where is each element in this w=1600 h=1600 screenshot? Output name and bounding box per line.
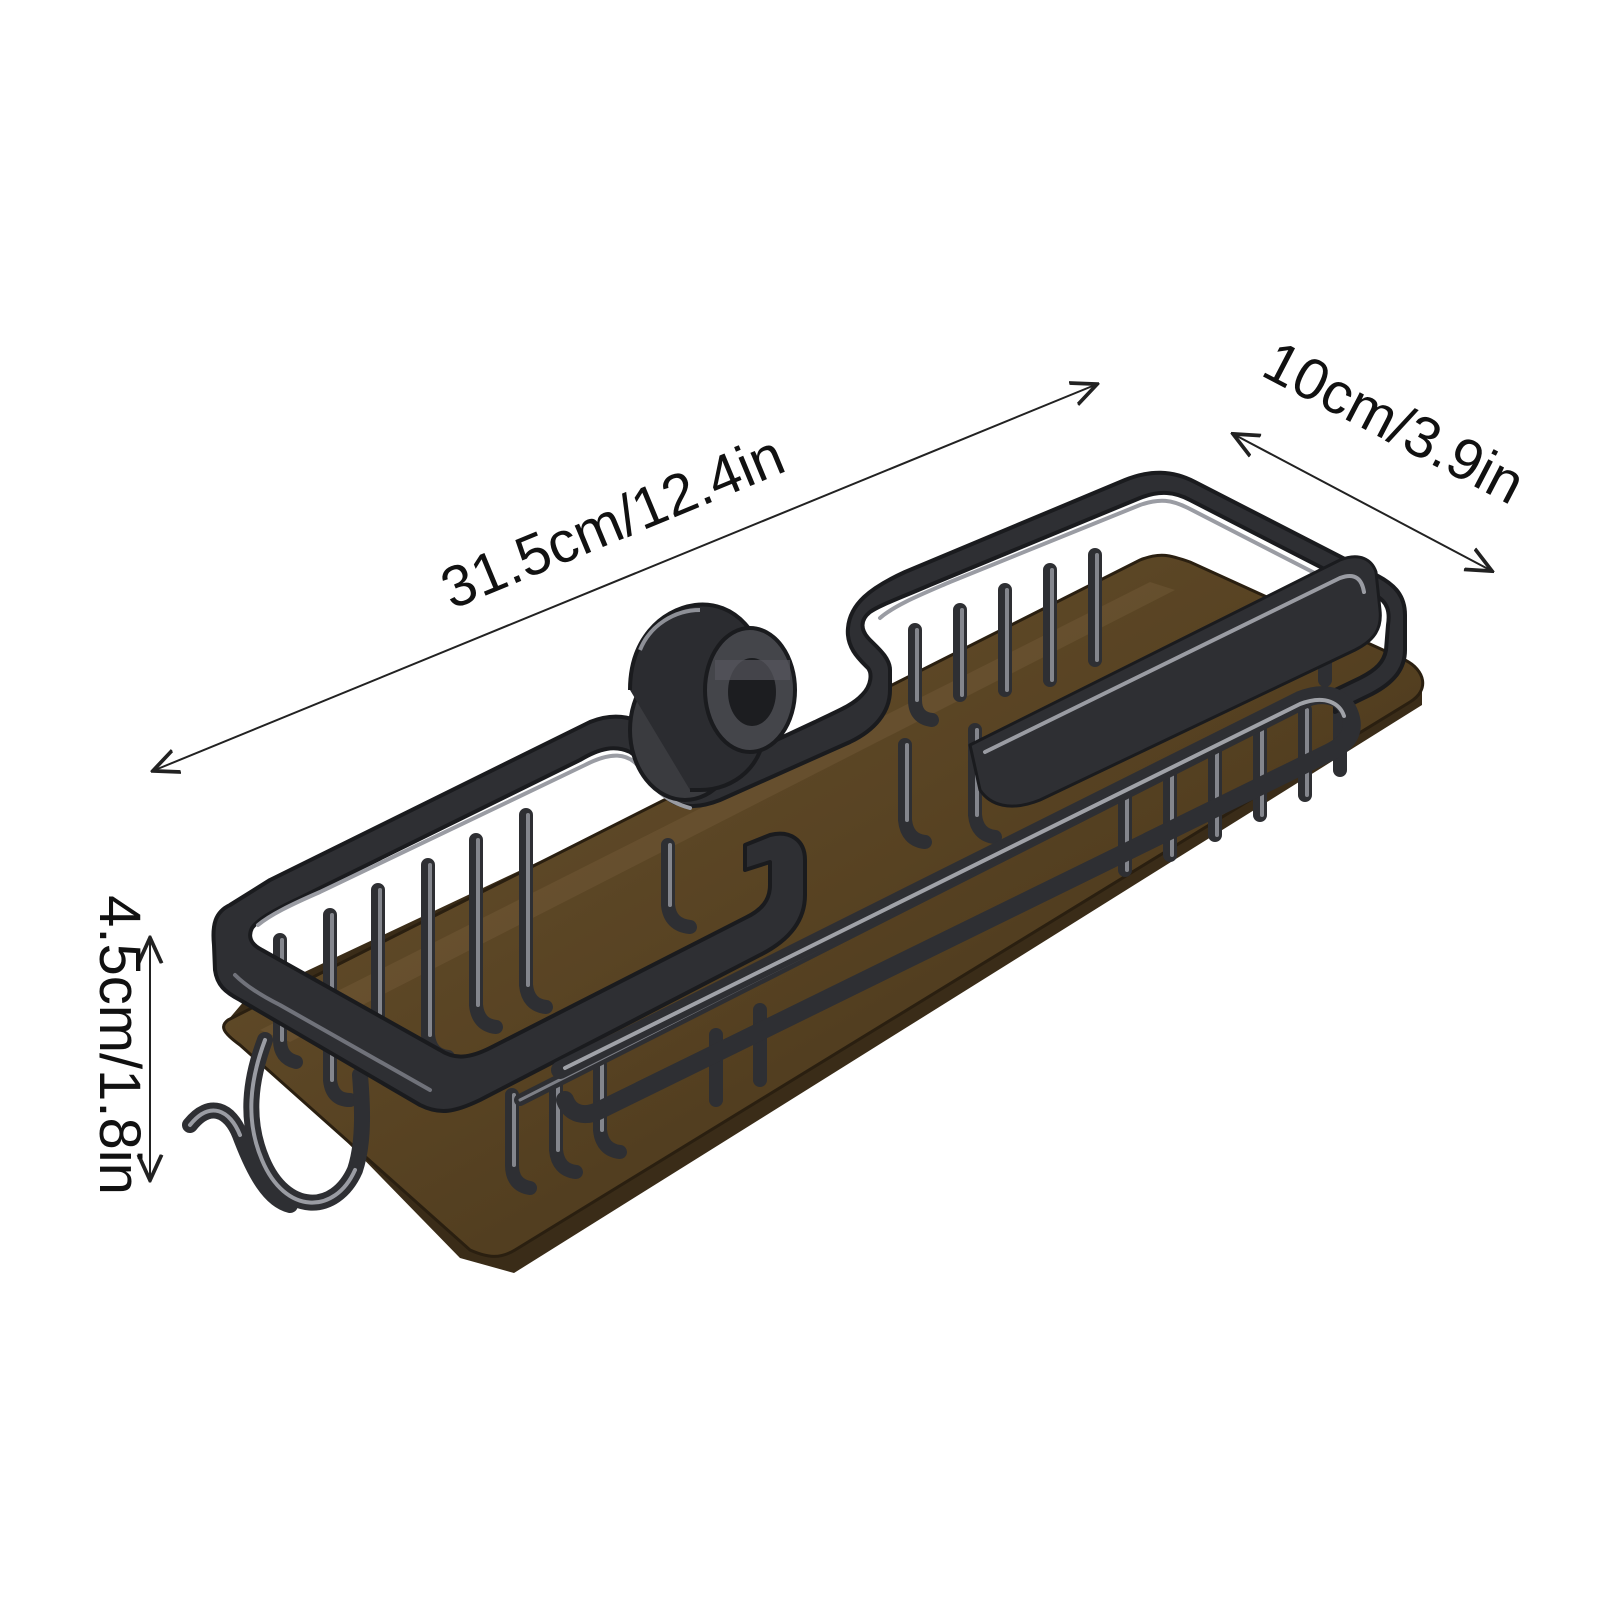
width-arrow: [1235, 435, 1490, 570]
width-label: 10cm/3.9in: [1253, 328, 1535, 517]
side-hook: [182, 1032, 370, 1213]
length-arrow: [155, 385, 1095, 770]
height-label: 4.5cm/1.8in: [87, 895, 152, 1195]
length-label: 31.5cm/12.4in: [432, 422, 793, 621]
height-dimension: 4.5cm/1.8in: [87, 895, 152, 1195]
